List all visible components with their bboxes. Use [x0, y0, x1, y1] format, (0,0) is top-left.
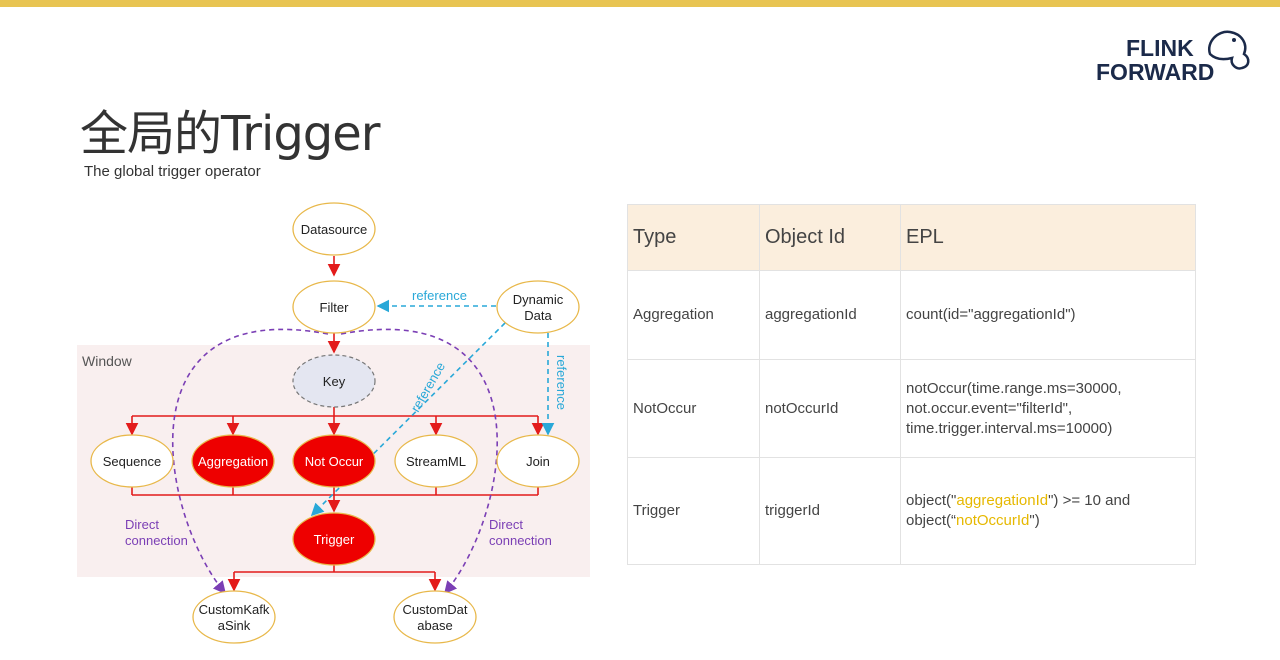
- node-join-label: Join: [526, 454, 550, 469]
- cell-object-id: aggregationId: [759, 270, 901, 360]
- reference-label-right: reference: [554, 355, 569, 410]
- node-datasource: Datasource: [292, 202, 376, 256]
- node-not-occur-label: Not Occur: [305, 454, 364, 469]
- node-filter-label: Filter: [320, 300, 350, 315]
- direct-label-right-2: connection: [489, 533, 552, 548]
- epl-highlight: notOccurId: [956, 512, 1030, 529]
- node-custom-kafka-sink: CustomKafk aSink: [192, 590, 276, 644]
- direct-label-left-1: Direct: [125, 517, 159, 532]
- page-subtitle: The global trigger operator: [84, 163, 261, 180]
- node-custom-database: CustomDat abase: [393, 590, 477, 644]
- node-not-occur: Not Occur: [292, 434, 376, 488]
- cell-object-id: triggerId: [759, 457, 901, 565]
- direct-label-left-2: connection: [125, 533, 188, 548]
- cell-epl: count(id="aggregationId"): [900, 270, 1196, 360]
- top-accent-bar: [0, 0, 1280, 7]
- node-custom-kafka-sink-label-1: CustomKafk: [199, 602, 270, 617]
- cell-type: Aggregation: [627, 270, 760, 360]
- node-filter: Filter: [292, 280, 376, 334]
- node-trigger: Trigger: [292, 512, 376, 566]
- node-custom-database-label-1: CustomDat: [402, 602, 467, 617]
- node-aggregation-label: Aggregation: [198, 454, 268, 469]
- table-row: Aggregation aggregationId count(id="aggr…: [627, 270, 1196, 360]
- node-streamml: StreamML: [394, 434, 478, 488]
- node-key: Key: [292, 354, 376, 408]
- header-object-id: Object Id: [759, 204, 901, 271]
- epl-line: object(“notOccurId"): [906, 511, 1190, 531]
- epl-line: not.occur.event="filterId",: [906, 399, 1073, 417]
- epl-text: object(“: [906, 512, 957, 529]
- cell-object-id: notOccurId: [759, 359, 901, 458]
- cell-type: Trigger: [627, 457, 760, 565]
- epl-text: object(": [906, 492, 957, 509]
- node-join: Join: [496, 434, 580, 488]
- node-custom-database-label-2: abase: [417, 618, 452, 633]
- node-datasource-label: Datasource: [301, 222, 367, 237]
- node-sequence: Sequence: [90, 434, 174, 488]
- trigger-flow-diagram: Window ref: [60, 195, 620, 655]
- table-header-row: Type Object Id EPL: [627, 204, 1196, 271]
- cell-epl: notOccur(time.range.ms=30000, not.occur.…: [900, 359, 1196, 458]
- window-label: Window: [82, 353, 133, 369]
- direct-connection-right: [340, 328, 498, 595]
- table-row: Trigger triggerId object("aggregationId"…: [627, 457, 1196, 565]
- header-epl: EPL: [900, 204, 1196, 271]
- node-sequence-label: Sequence: [103, 454, 162, 469]
- logo-line-2: FORWARD: [1096, 59, 1215, 85]
- reference-label-top: reference: [412, 288, 467, 303]
- epl-line: count(id="aggregationId"): [906, 306, 1076, 323]
- epl-text: ") >= 10 and: [1048, 492, 1131, 509]
- node-trigger-label: Trigger: [314, 532, 355, 547]
- node-dynamic-data: Dynamic Data: [496, 280, 580, 334]
- node-aggregation: Aggregation: [191, 434, 275, 488]
- cell-epl: object("aggregationId") >= 10 and object…: [900, 457, 1196, 565]
- epl-table: Type Object Id EPL Aggregation aggregati…: [627, 204, 1196, 565]
- header-type: Type: [627, 204, 760, 271]
- node-dynamic-data-label-1: Dynamic: [513, 292, 564, 307]
- direct-connection-left: [172, 328, 329, 595]
- page-title: 全局的Trigger: [80, 106, 381, 162]
- direct-label-right-1: Direct: [489, 517, 523, 532]
- node-custom-kafka-sink-label-2: aSink: [218, 618, 251, 633]
- node-dynamic-data-label-2: Data: [524, 308, 552, 323]
- epl-line: object("aggregationId") >= 10 and: [906, 491, 1190, 511]
- epl-highlight: aggregationId: [956, 492, 1049, 509]
- epl-line: time.trigger.interval.ms=10000): [906, 419, 1113, 437]
- epl-line: notOccur(time.range.ms=30000,: [906, 379, 1122, 397]
- logo-line-1: FLINK: [1126, 35, 1194, 61]
- squirrel-icon: [1207, 30, 1250, 70]
- flink-forward-logo: FLINK FORWARD: [1092, 24, 1252, 88]
- node-key-label: Key: [323, 374, 346, 389]
- node-streamml-label: StreamML: [406, 454, 466, 469]
- table-row: NotOccur notOccurId notOccur(time.range.…: [627, 359, 1196, 458]
- epl-text: "): [1029, 512, 1040, 529]
- cell-type: NotOccur: [627, 359, 760, 458]
